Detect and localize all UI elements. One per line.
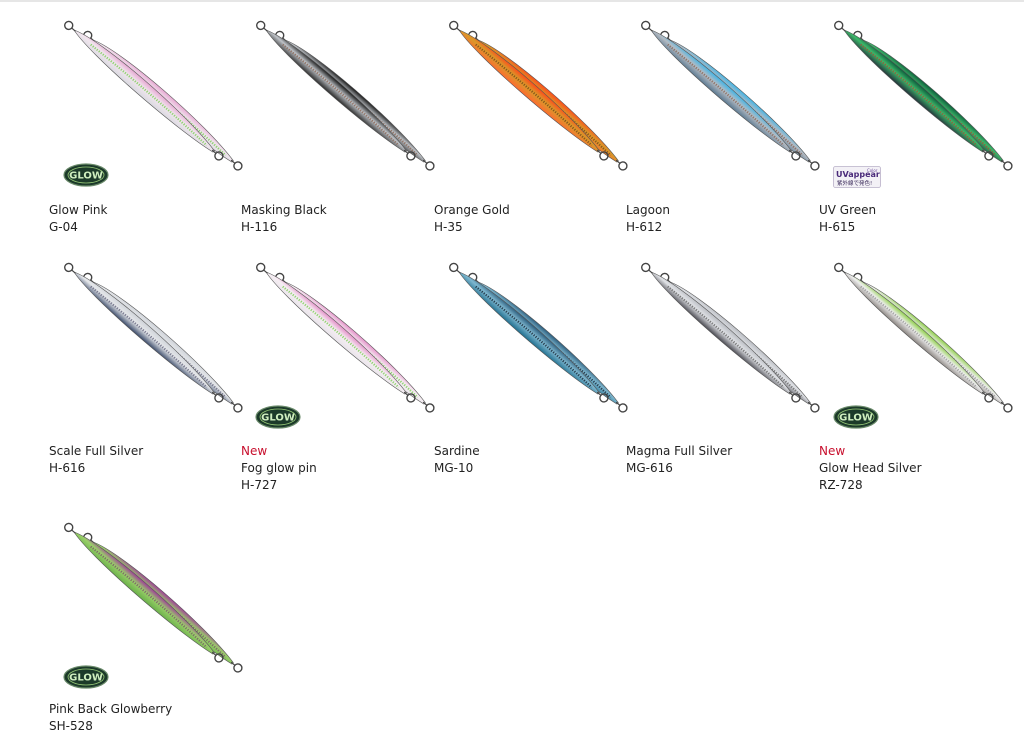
product-name[interactable]: Glow Head Silver xyxy=(819,461,922,475)
product-code: MG-10 xyxy=(434,461,474,475)
top-divider xyxy=(0,0,1024,2)
lure-front-view xyxy=(64,20,224,161)
product-code: RZ-728 xyxy=(819,478,863,492)
lure-illustration xyxy=(449,262,628,413)
product-code: H-116 xyxy=(241,220,278,234)
product-code: H-615 xyxy=(819,220,856,234)
lure-front-view xyxy=(256,262,416,403)
product-name[interactable]: Scale Full Silver xyxy=(49,444,144,458)
product-code: H-612 xyxy=(626,220,663,234)
lure-illustration xyxy=(641,262,820,413)
uv-badge-brand: UVappear xyxy=(836,170,880,179)
new-badge: New xyxy=(241,444,268,458)
glow-badge-label: GLOW xyxy=(69,673,103,684)
lure-illustration xyxy=(641,20,820,171)
lure-illustration xyxy=(64,522,243,673)
uv-badge-subtitle: 紫外線で発色! xyxy=(837,179,872,187)
product-image[interactable]: GLOW xyxy=(41,520,243,700)
lure-front-view xyxy=(449,20,609,161)
product-image[interactable] xyxy=(618,260,820,440)
product-name[interactable]: Magma Full Silver xyxy=(626,444,733,458)
lure-front-view xyxy=(449,262,609,403)
glow-badge-label: GLOW xyxy=(261,413,295,424)
product-image[interactable] xyxy=(618,18,820,198)
lure-illustration xyxy=(64,262,243,413)
new-badge: New xyxy=(819,444,846,458)
product-name[interactable]: Lagoon xyxy=(626,203,670,217)
lure-front-view xyxy=(641,20,801,161)
product-name[interactable]: Sardine xyxy=(434,444,480,458)
lure-illustration xyxy=(449,20,628,171)
glow-badge-label: GLOW xyxy=(69,171,103,182)
lure-illustration xyxy=(64,20,243,171)
lure-front-view xyxy=(834,262,994,403)
product-code: H-727 xyxy=(241,478,278,492)
product-name[interactable]: Pink Back Glowberry xyxy=(49,702,173,716)
product-image[interactable]: GLOW xyxy=(811,260,1013,440)
lure-front-view xyxy=(256,20,416,161)
product-code: G-04 xyxy=(49,220,78,234)
product-name[interactable]: Orange Gold xyxy=(434,203,510,217)
product-image[interactable] xyxy=(233,18,435,198)
lure-front-view xyxy=(64,522,224,663)
product-image[interactable] xyxy=(426,260,628,440)
lure-illustration xyxy=(256,20,435,171)
lure-front-view xyxy=(641,262,801,403)
lure-front-view xyxy=(64,262,224,403)
glow-badge-label: GLOW xyxy=(839,413,873,424)
product-image[interactable] xyxy=(41,260,243,440)
product-name[interactable]: Fog glow pin xyxy=(241,461,317,475)
product-name[interactable]: Glow Pink xyxy=(49,203,108,217)
uv-badge-color: Color xyxy=(867,168,878,173)
lure-illustration xyxy=(834,20,1013,171)
lure-illustration xyxy=(834,262,1013,413)
product-image[interactable]: GLOW xyxy=(233,260,435,440)
product-name[interactable]: Masking Black xyxy=(241,203,327,217)
product-code: MG-616 xyxy=(626,461,673,475)
lure-illustration xyxy=(256,262,435,413)
lure-front-view xyxy=(834,20,994,161)
product-code: H-35 xyxy=(434,220,463,234)
product-name[interactable]: UV Green xyxy=(819,203,877,217)
product-image[interactable] xyxy=(426,18,628,198)
product-image[interactable]: GLOW xyxy=(41,18,243,198)
product-code: H-616 xyxy=(49,461,86,475)
product-code: SH-528 xyxy=(49,719,93,733)
